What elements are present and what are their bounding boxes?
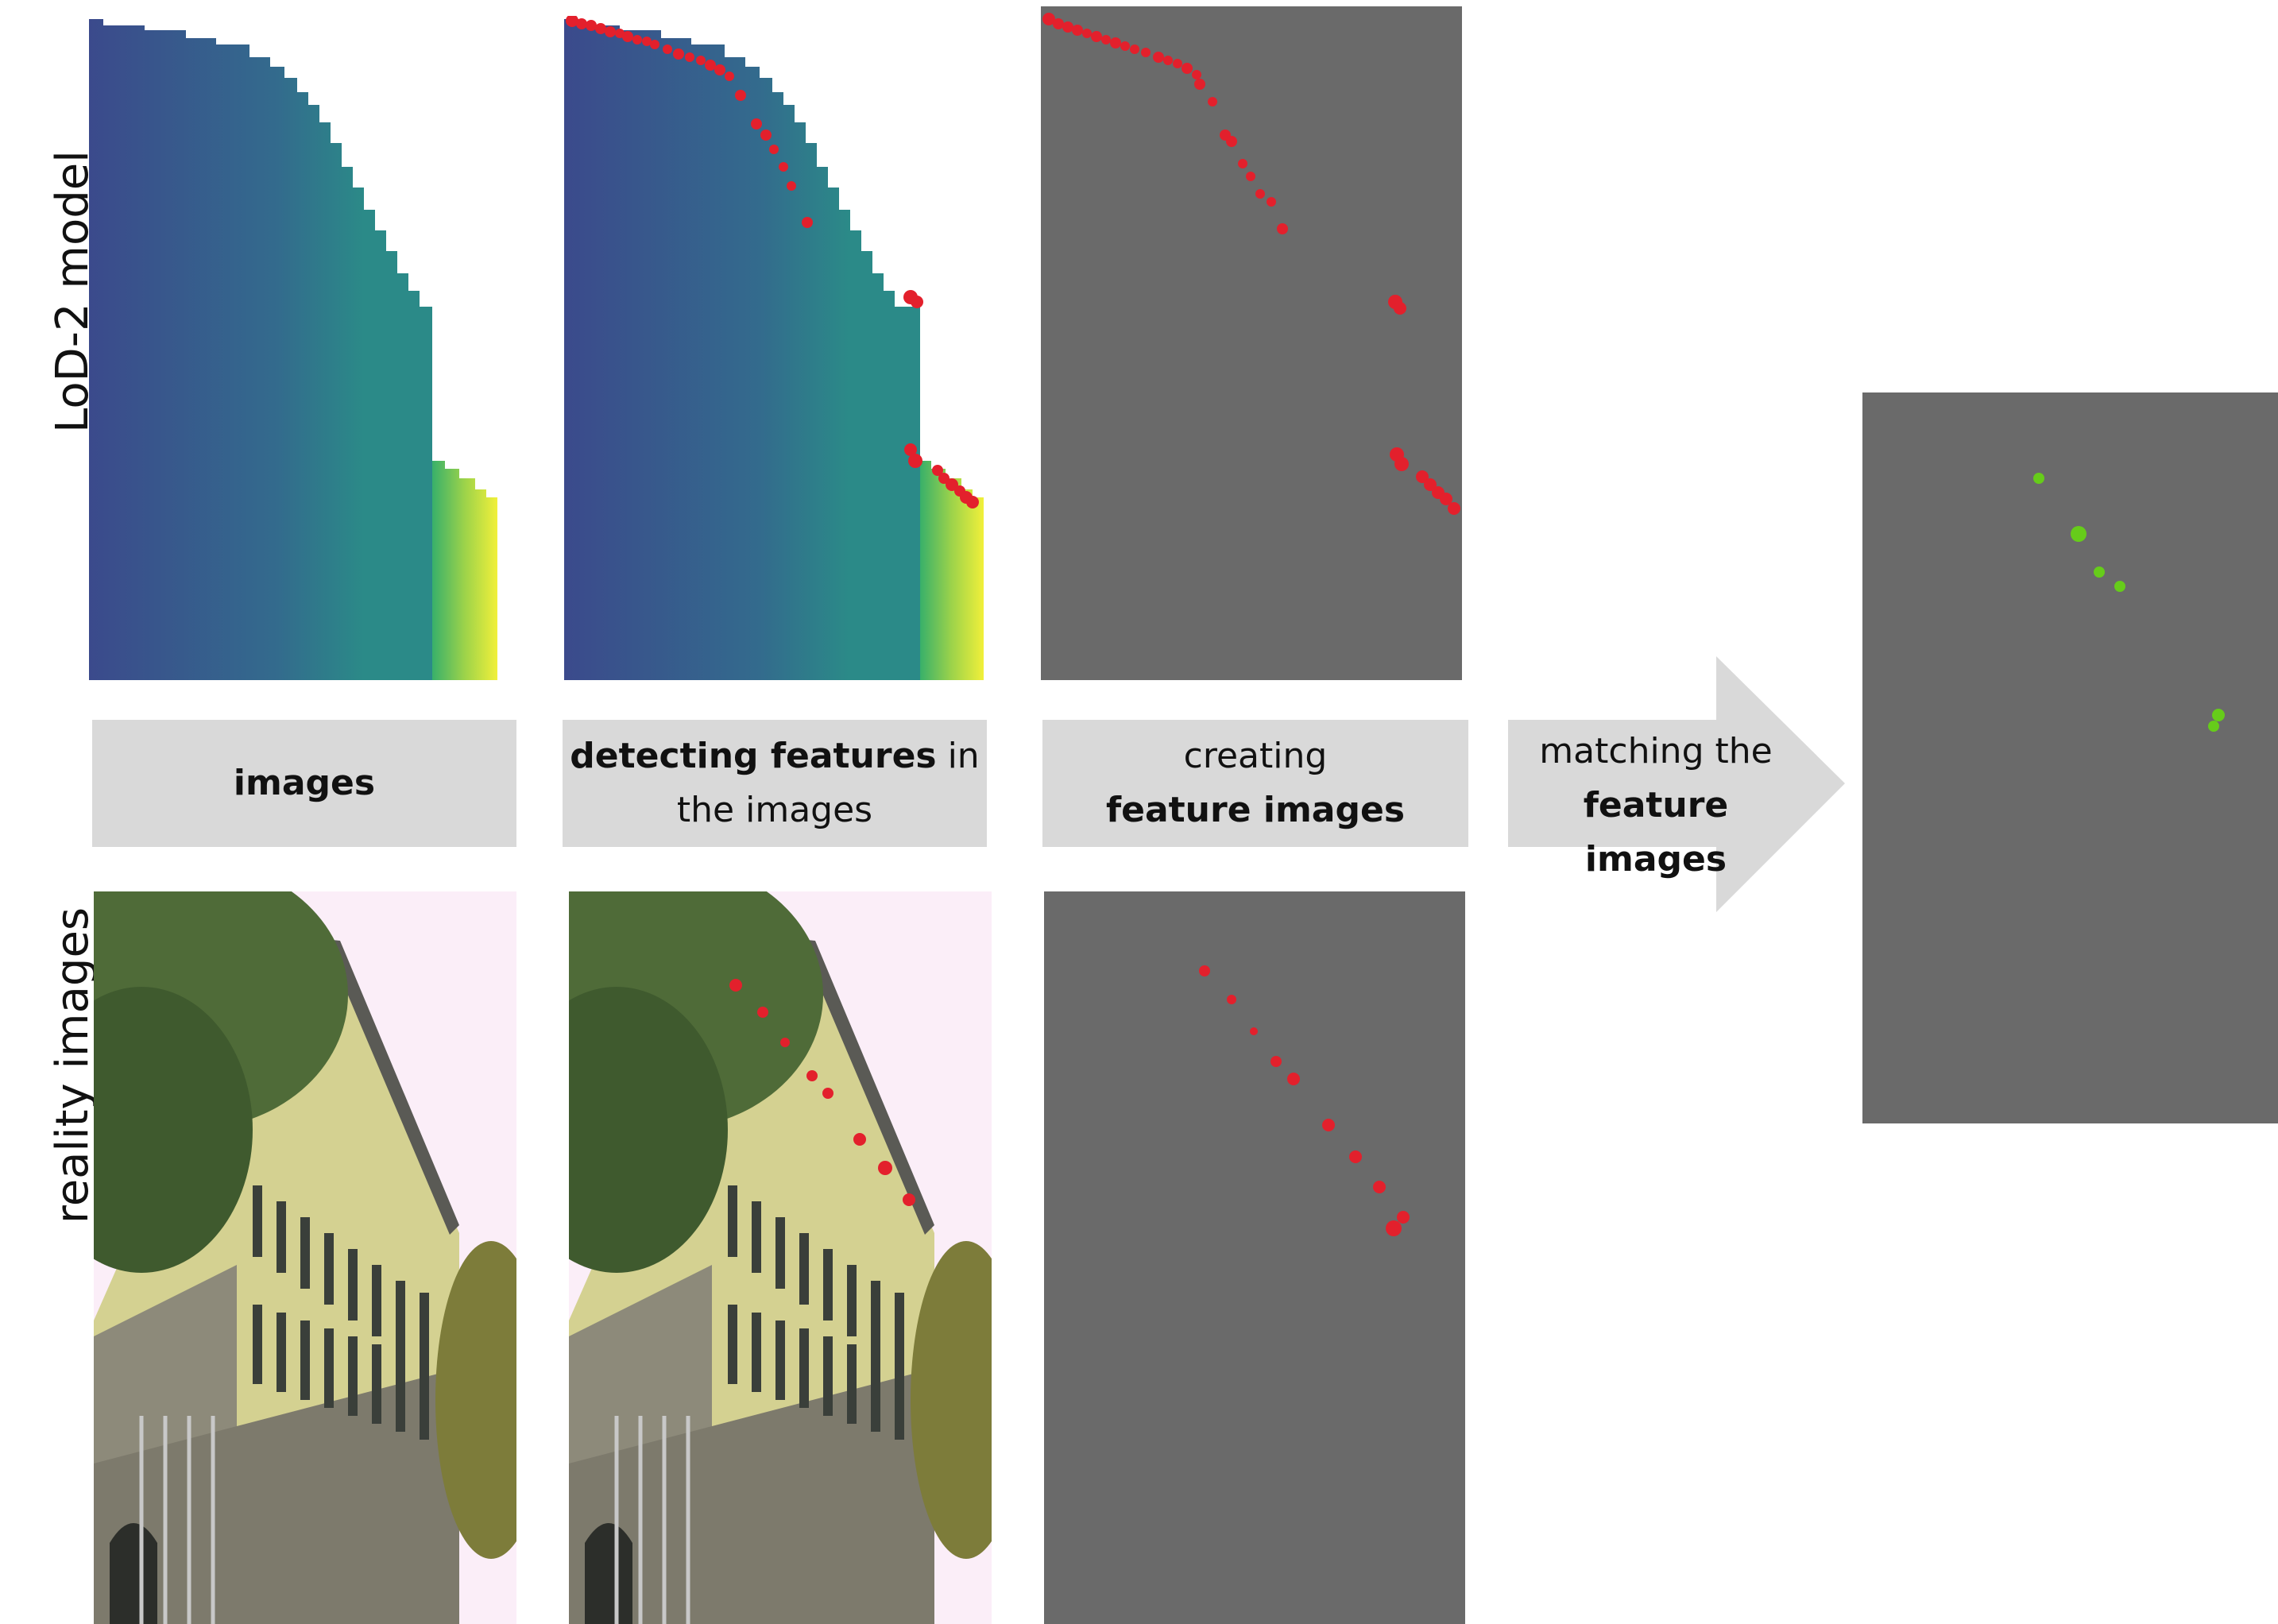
lod2-features-image xyxy=(564,16,984,680)
step-detecting-images: the images xyxy=(676,790,873,830)
step-detecting-features: detecting features in the images xyxy=(563,720,987,847)
step-images-label: images xyxy=(233,762,376,803)
step-creating-feature-images: creating feature images xyxy=(1042,720,1468,847)
step-detecting-bold: detecting features xyxy=(570,735,937,776)
reality-features-image xyxy=(569,891,992,1624)
step-creating-bold: feature images xyxy=(1105,790,1406,830)
step-detecting-in: in xyxy=(936,735,980,776)
lod2-model-image xyxy=(89,19,497,680)
step-images: images xyxy=(92,720,516,847)
matched-feature-image xyxy=(1862,392,2278,1123)
model-feature-image xyxy=(1041,6,1462,680)
reality-feature-image xyxy=(1044,891,1465,1624)
step-matching-feature-images: matching the feature images xyxy=(1506,725,1805,880)
step-matching-bold: feature images xyxy=(1583,785,1729,880)
step-matching-normal: matching the xyxy=(1539,731,1773,771)
step-creating-normal: creating xyxy=(1183,735,1328,776)
reality-image xyxy=(94,891,516,1624)
right-arrow-icon xyxy=(1508,656,1845,912)
